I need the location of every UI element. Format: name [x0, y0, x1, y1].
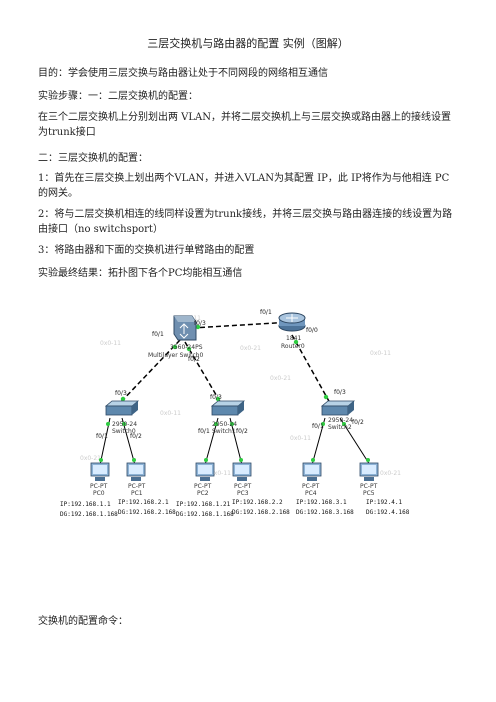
svg-text:DG:192.168.3.168: DG:192.168.3.168 — [296, 509, 354, 516]
svg-text:f0/0: f0/0 — [306, 327, 318, 334]
multilayer-model: 3560-24PS — [170, 344, 203, 351]
link-ml-switch1 — [184, 341, 223, 406]
section2-heading: 二：三层交换机的配置： — [38, 153, 148, 164]
svg-text:f0/1: f0/1 — [312, 423, 324, 430]
svg-text:f0/2: f0/2 — [130, 433, 142, 440]
svg-text:f0/1: f0/1 — [96, 433, 108, 440]
switch2-model: 2950-24 — [328, 417, 353, 424]
svg-text:f0/3: f0/3 — [194, 320, 206, 327]
svg-text:f0/3: f0/3 — [334, 389, 346, 396]
svg-text:f0/1: f0/1 — [152, 331, 164, 338]
svg-text:PC1: PC1 — [131, 490, 143, 497]
svg-text:0x0-11: 0x0-11 — [290, 435, 311, 442]
document-title: 三层交换机与路由器的配置 实例（图解） — [147, 37, 349, 50]
multilayer-switch-icon[interactable] — [173, 315, 197, 341]
item3-paragraph: 3：将路由器和下面的交换机进行单臂路由的配置 — [38, 245, 255, 256]
switch2-icon[interactable] — [320, 400, 356, 416]
links — [99, 321, 371, 466]
svg-text:IP:192.168.1.1: IP:192.168.1.1 — [60, 501, 111, 508]
link-status-markers — [99, 320, 370, 462]
svg-text:IP:192.168.2.1: IP:192.168.2.1 — [118, 499, 169, 506]
svg-text:f0/1: f0/1 — [260, 309, 272, 316]
svg-text:0x0-11: 0x0-11 — [100, 340, 121, 347]
multilayer-name: Multilayer Switch0 — [148, 352, 203, 359]
svg-text:PC0: PC0 — [93, 490, 105, 497]
svg-text:0x0-21: 0x0-21 — [240, 345, 261, 352]
switch2-name: Switch2 — [328, 424, 352, 431]
switch0-icon[interactable] — [104, 400, 140, 416]
port-labels: f0/3 f0/1 f0/2 f0/1 f0/0 f0/3 f0/1 f0/2 … — [96, 309, 364, 440]
svg-text:0x0-11: 0x0-11 — [210, 470, 231, 477]
switch0-model: 2950-24 — [112, 421, 137, 428]
link-router-switch2 — [291, 334, 331, 404]
pc1-icon[interactable] — [126, 462, 146, 481]
svg-text:0x0-21: 0x0-21 — [80, 455, 101, 462]
steps-heading: 实验步骤：一：二层交换机的配置： — [38, 91, 198, 102]
svg-text:IP:192.168.3.1: IP:192.168.3.1 — [296, 499, 347, 506]
bottom-heading: 交换机的配置命令： — [38, 616, 128, 627]
svg-text:0x0-21: 0x0-21 — [380, 470, 401, 477]
svg-text:IP:192.168.1.21: IP:192.168.1.21 — [176, 501, 231, 508]
svg-text:f0/1: f0/1 — [198, 428, 210, 435]
pc-labels: PC-PT PC0 PC-PT PC1 PC-PT PC2 PC-PT PC3 … — [90, 483, 378, 497]
svg-text:DG:192.168.2.168: DG:192.168.2.168 — [232, 509, 290, 516]
svg-text:DG:192.168.1.168: DG:192.168.1.168 — [60, 511, 118, 518]
switch1-icon[interactable] — [210, 400, 246, 416]
network-topology-diagram: 0x0-11 0x0-21 0x0-11 0x0-21 0x0-11 0x0-1… — [60, 309, 410, 518]
svg-text:DG:192.168.1.168: DG:192.168.1.168 — [176, 511, 234, 518]
link-s2-pc5 — [339, 417, 371, 466]
result-text: 实验最终结果：拓扑图下各个PC均能相互通信 — [38, 268, 243, 279]
item1-paragraph: 1：首先在三层交换上划出两个VLAN，并进入VLAN为其配置 IP，此 IP将作… — [38, 173, 450, 199]
pc-address-labels: IP:192.168.1.1 DG:192.168.1.168 IP:192.1… — [60, 499, 410, 518]
svg-text:PC-PT: PC-PT — [194, 483, 212, 490]
pc3-icon[interactable] — [232, 462, 252, 481]
svg-text:PC3: PC3 — [237, 490, 249, 497]
svg-text:0x0-11: 0x0-11 — [370, 350, 391, 357]
link-ml-router — [191, 321, 293, 329]
pc0-icon[interactable] — [90, 462, 110, 481]
purpose-text: 目的：学会使用三层交换与路由器让处于不同网段的网络相互通信 — [38, 68, 328, 79]
svg-text:IP:192.168.2.2: IP:192.168.2.2 — [232, 499, 283, 506]
svg-text:f0/3: f0/3 — [210, 394, 222, 401]
svg-text:0x0-11: 0x0-11 — [160, 410, 181, 417]
svg-text:f0/3: f0/3 — [115, 390, 127, 397]
svg-text:0x0-21: 0x0-21 — [270, 375, 291, 382]
svg-text:f0/2: f0/2 — [236, 428, 248, 435]
svg-text:PC-PT: PC-PT — [128, 483, 146, 490]
svg-text:f0/2: f0/2 — [352, 419, 364, 426]
svg-text:PC4: PC4 — [305, 490, 317, 497]
pc2-icon[interactable] — [195, 462, 215, 481]
pc5-icon[interactable] — [359, 462, 379, 481]
svg-text:f0/2: f0/2 — [188, 356, 200, 363]
svg-text:PC-PT: PC-PT — [302, 483, 320, 490]
svg-text:PC-PT: PC-PT — [234, 483, 252, 490]
item2-paragraph: 2：将与二层交换机相连的线同样设置为trunk接线，并将三层交换与路由器连接的线… — [38, 209, 453, 235]
svg-text:PC2: PC2 — [197, 490, 209, 497]
router-name: Router0 — [281, 343, 305, 350]
svg-text:DG:192.168.2.168: DG:192.168.2.168 — [118, 509, 176, 516]
svg-text:DG:192.4.168: DG:192.4.168 — [366, 509, 410, 516]
pc4-icon[interactable] — [302, 462, 322, 481]
switch1-name: Switch1 — [212, 428, 236, 435]
link-ml-switch0 — [117, 339, 181, 406]
switch0-name: Switch0 — [112, 428, 136, 435]
svg-text:PC5: PC5 — [363, 490, 375, 497]
switch1-model: 2950-24 — [212, 421, 237, 428]
router-model: 1841 — [286, 335, 301, 342]
step1-paragraph: 在三个二层交换机上分别划出两 VLAN，并将二层交换机上与三层交换或路由器上的接… — [38, 112, 452, 138]
svg-text:PC-PT: PC-PT — [90, 483, 108, 490]
svg-text:IP:192.4.1: IP:192.4.1 — [366, 499, 403, 506]
watermark-labels: 0x0-11 0x0-21 0x0-11 0x0-21 0x0-11 0x0-1… — [80, 315, 401, 477]
router-icon[interactable] — [278, 312, 306, 332]
svg-text:PC-PT: PC-PT — [360, 483, 378, 490]
